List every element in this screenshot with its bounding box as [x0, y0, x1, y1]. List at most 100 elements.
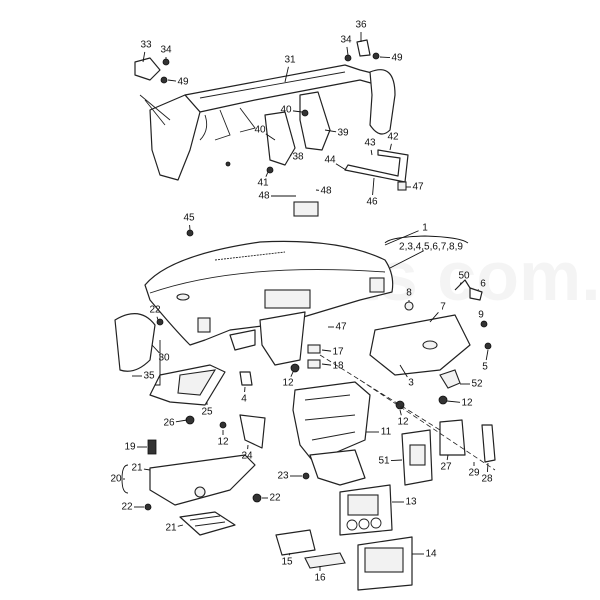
callout-label: 3 — [408, 378, 414, 389]
leader-line — [151, 344, 160, 354]
callout-label: 28 — [481, 474, 493, 485]
box-15 — [275, 529, 316, 556]
switch-17 — [307, 344, 321, 354]
center-vent — [264, 289, 311, 309]
side-cover-30 — [114, 313, 156, 372]
callout-label: 5 — [482, 362, 488, 373]
callout-label: 21 — [131, 463, 143, 474]
callout-label: 12 — [397, 417, 409, 428]
cover-27 — [439, 419, 466, 456]
leader-line — [321, 349, 332, 352]
leader-line — [288, 552, 291, 556]
callout-label: 41 — [257, 178, 269, 189]
bolt-34 — [162, 58, 170, 66]
callout-label: 35 — [143, 371, 155, 382]
callout-label: 8 — [406, 288, 412, 299]
callout-label: 40 — [254, 125, 266, 136]
leader-line — [486, 462, 489, 473]
group-bracket — [121, 340, 161, 494]
callout-label: 12 — [217, 437, 229, 448]
leader-line — [142, 51, 146, 63]
callout-label: 7 — [440, 302, 446, 313]
callout-label: 18 — [332, 361, 344, 372]
bracket-36 — [356, 39, 371, 57]
leader-line — [372, 177, 375, 196]
callout-label: 15 — [281, 557, 293, 568]
callout-label: 26 — [163, 418, 175, 429]
leader-line — [390, 459, 403, 462]
callout-label: 30 — [158, 353, 170, 364]
leader-line — [446, 454, 449, 461]
callout-label: 22 — [269, 493, 281, 504]
callout-label: 22 — [121, 502, 133, 513]
leader-line — [477, 289, 479, 291]
callout-label: 11 — [381, 427, 392, 438]
glovebox-7 — [369, 314, 471, 376]
nut-49 — [160, 76, 168, 84]
callout-label: 48 — [320, 186, 332, 197]
leader-line — [265, 133, 276, 141]
callout-label: 6 — [480, 279, 486, 290]
callout-label: 44 — [324, 155, 336, 166]
left-vent — [197, 317, 211, 333]
leader-line — [177, 524, 184, 527]
storage-tray-20 — [149, 454, 256, 506]
leader-line — [143, 468, 151, 471]
callout-label: 16 — [314, 573, 326, 584]
trim-28 — [481, 424, 496, 463]
callout-label: 4 — [241, 394, 247, 405]
callout-label: 39 — [337, 128, 349, 139]
clip-4 — [239, 371, 253, 386]
callout-label: 48 — [258, 191, 270, 202]
leader-line — [399, 409, 402, 416]
callout-label: 38 — [292, 152, 304, 163]
group-bracket — [384, 235, 469, 244]
callout-label: 9 — [478, 310, 484, 321]
brace-46 — [344, 149, 409, 183]
bracket-33 — [134, 57, 161, 81]
callout-label: 46 — [366, 197, 378, 208]
bracket-part — [293, 201, 319, 217]
callout-label: 47 — [412, 182, 424, 193]
trim-bracket — [229, 329, 256, 351]
callout-label: 31 — [284, 55, 296, 66]
leader-line — [167, 79, 177, 82]
bolt-34 — [344, 54, 352, 62]
callout-label: 14 — [425, 549, 437, 560]
leader-line — [290, 371, 294, 377]
right-vent — [369, 277, 385, 293]
leader-line — [459, 282, 462, 286]
switch-18 — [307, 359, 321, 369]
leader-line — [324, 129, 337, 133]
callout-label: 51 — [378, 456, 390, 467]
callout-label: 13 — [405, 497, 417, 508]
leader-line — [175, 419, 188, 423]
callout-label: 40 — [280, 105, 292, 116]
callout-label: 49 — [177, 77, 189, 88]
leader-line — [346, 46, 349, 56]
callout-label: 2,3,4,5,6,7,8,9 — [399, 242, 463, 253]
callout-label: 1 — [422, 223, 428, 234]
leader-line — [335, 163, 347, 171]
leader-line — [370, 149, 373, 156]
leader-line — [156, 316, 159, 321]
callout-leaders — [121, 32, 489, 571]
callout-label: 50 — [458, 271, 470, 282]
switch-52 — [439, 369, 461, 389]
mat-21 — [179, 511, 236, 536]
callout-label: 52 — [471, 379, 483, 390]
callout-label: 42 — [387, 132, 399, 143]
callout-label: 34 — [340, 35, 352, 46]
callout-label: 34 — [160, 45, 172, 56]
callout-label: 36 — [355, 20, 367, 31]
leader-line — [379, 56, 391, 59]
leader-line — [389, 250, 425, 269]
leader-line — [265, 171, 269, 177]
callout-label: 22 — [149, 305, 161, 316]
leader-line — [446, 400, 461, 403]
callout-label: 12 — [461, 398, 473, 409]
clip-47 — [397, 181, 407, 191]
callout-label: 19 — [124, 442, 136, 453]
